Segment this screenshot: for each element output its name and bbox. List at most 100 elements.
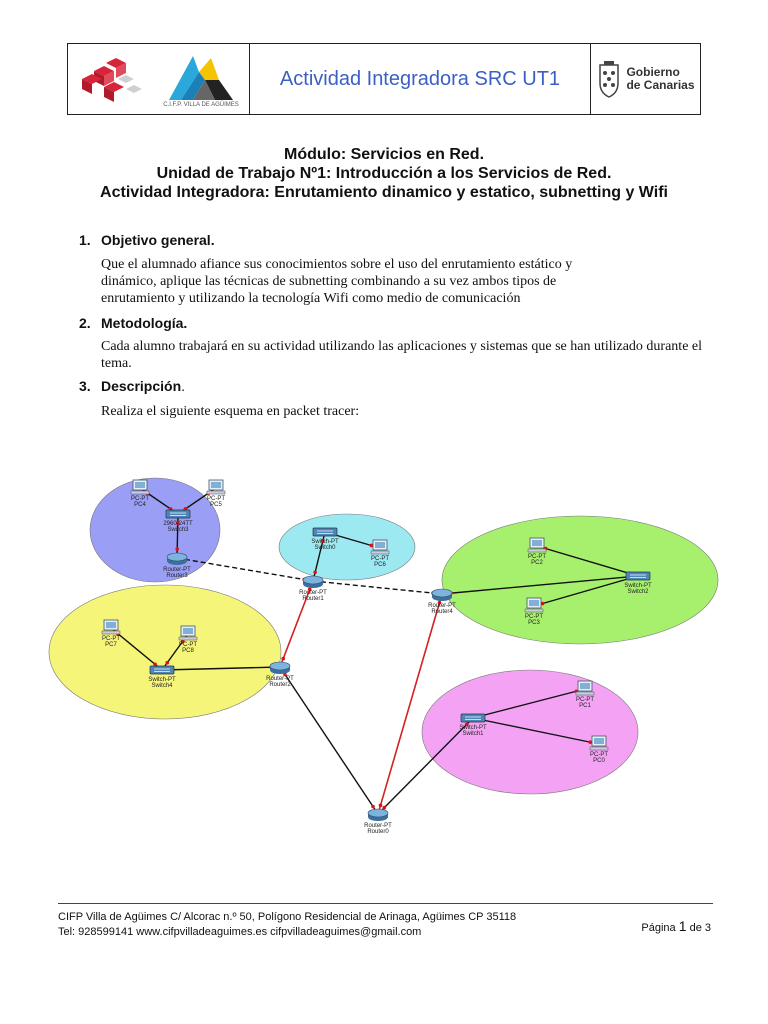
link-switch1-router0 bbox=[377, 717, 474, 815]
node-label-name: PC1 bbox=[579, 703, 591, 709]
link-endpoint bbox=[281, 656, 286, 661]
router-icon-top bbox=[431, 588, 453, 598]
government-name: Gobierno de Canarias bbox=[626, 65, 695, 92]
activity-title: Actividad Integradora: Enrutamiento dina… bbox=[100, 184, 668, 201]
node-label-name: Switch1 bbox=[462, 731, 484, 737]
link-pc3-switch2 bbox=[533, 575, 639, 607]
page-current: 1 bbox=[678, 918, 687, 934]
node-label-type: Router-PT bbox=[266, 676, 294, 682]
node-label-name: Router3 bbox=[166, 573, 188, 579]
link-router3-router1 bbox=[176, 557, 314, 582]
header-logos-left: C.I.F.P. VILLA DE AGÜIMES bbox=[68, 44, 250, 114]
link-endpoint bbox=[588, 740, 592, 744]
zone-router1 bbox=[278, 513, 416, 581]
zone-router0 bbox=[421, 669, 639, 795]
government-logo: Gobierno de Canarias bbox=[591, 44, 700, 114]
pc-base bbox=[524, 608, 544, 613]
network-zones bbox=[48, 477, 719, 795]
node-label-type: PC-PT bbox=[179, 642, 197, 648]
link-endpoint bbox=[464, 722, 469, 727]
switch-icon bbox=[312, 527, 338, 537]
node-label-type: PC-PT bbox=[590, 752, 608, 758]
red-cubes-logo bbox=[82, 58, 142, 102]
node-label-name: Router2 bbox=[269, 682, 291, 688]
node-label-type: Switch-PT bbox=[311, 539, 339, 545]
school-triangles-logo bbox=[169, 56, 233, 100]
document-titles: Módulo: Servicios en Red. Unidad de Trab… bbox=[70, 145, 698, 202]
pc-screen bbox=[211, 482, 221, 488]
node-label-type: 2960-24TT bbox=[163, 521, 193, 527]
link-endpoint bbox=[369, 543, 374, 548]
node-label-name: PC2 bbox=[531, 560, 543, 566]
pc-screen bbox=[183, 628, 193, 634]
switch-icon bbox=[625, 571, 651, 581]
unit-title: Unidad de Trabajo Nº1: Introducción a lo… bbox=[156, 165, 612, 182]
node-label-type: PC-PT bbox=[207, 496, 225, 502]
footer-contact: CIFP Villa de Agüimes C/ Alcorac n.º 50,… bbox=[58, 910, 516, 940]
link-router4-router0 bbox=[377, 593, 443, 815]
network-nodes: PC-PTPC4PC-PTPC52960-24TTSwitch3Router-P… bbox=[101, 479, 652, 835]
link-endpoint bbox=[175, 521, 180, 525]
node-label-type: PC-PT bbox=[131, 496, 149, 502]
footer-rule bbox=[58, 903, 713, 904]
pc-base bbox=[101, 630, 121, 635]
link-switch1-pc1 bbox=[472, 688, 586, 719]
node-label-type: Switch-PT bbox=[148, 677, 176, 683]
zone-router2 bbox=[48, 584, 282, 720]
link-endpoint bbox=[540, 601, 545, 606]
document-header: C.I.F.P. VILLA DE AGÜIMES Actividad Inte… bbox=[67, 43, 701, 115]
pc-base bbox=[370, 550, 390, 555]
link-endpoint bbox=[437, 600, 442, 605]
pc-screen bbox=[532, 540, 542, 546]
node-label-name: Switch3 bbox=[167, 527, 189, 533]
link-endpoint bbox=[180, 639, 185, 644]
node-label-type: PC-PT bbox=[525, 614, 543, 620]
school-logo-caption: C.I.F.P. VILLA DE AGÜIMES bbox=[163, 102, 239, 108]
section-heading-metodologia: 2.Metodología. bbox=[79, 315, 188, 331]
node-label-type: PC-PT bbox=[576, 697, 594, 703]
switch-icon bbox=[165, 509, 191, 519]
zone-router3 bbox=[89, 477, 221, 583]
router-icon-top bbox=[302, 575, 324, 585]
node-label-type: Router-PT bbox=[299, 590, 327, 596]
header-title-cell: Actividad Integradora SRC UT1 bbox=[250, 44, 591, 114]
pc-screen bbox=[106, 622, 116, 628]
node-label-name: Switch2 bbox=[627, 589, 649, 595]
footer-contact-line: Tel: 928599141 www.cifpvilladeaguimes.es… bbox=[58, 926, 422, 938]
canarias-coat-of-arms-icon bbox=[599, 61, 620, 98]
node-label-name: Switch0 bbox=[314, 545, 336, 551]
node-label-type: Switch-PT bbox=[459, 725, 487, 731]
module-title: Módulo: Servicios en Red. bbox=[283, 146, 485, 163]
node-label-type: PC-PT bbox=[528, 554, 546, 560]
footer-address: CIFP Villa de Agüimes C/ Alcorac n.º 50,… bbox=[58, 911, 517, 923]
switch-icon bbox=[149, 665, 175, 675]
link-endpoint bbox=[165, 660, 170, 665]
router-icon-top bbox=[367, 808, 389, 818]
node-label-name: PC6 bbox=[374, 562, 386, 568]
section-text-descripcion: Realiza el siguiente esquema en packet t… bbox=[101, 404, 360, 419]
link-endpoint bbox=[313, 570, 317, 575]
switch-icon bbox=[460, 713, 486, 723]
header-title: Actividad Integradora SRC UT1 bbox=[279, 67, 561, 90]
link-endpoint bbox=[371, 804, 375, 809]
link-router2-router0 bbox=[279, 666, 379, 815]
link-endpoint bbox=[382, 805, 387, 810]
node-label-type: Switch-PT bbox=[624, 583, 652, 589]
link-router1-router2 bbox=[279, 580, 314, 668]
section-heading-objetivo: 1.Objetivo general. bbox=[79, 232, 215, 248]
